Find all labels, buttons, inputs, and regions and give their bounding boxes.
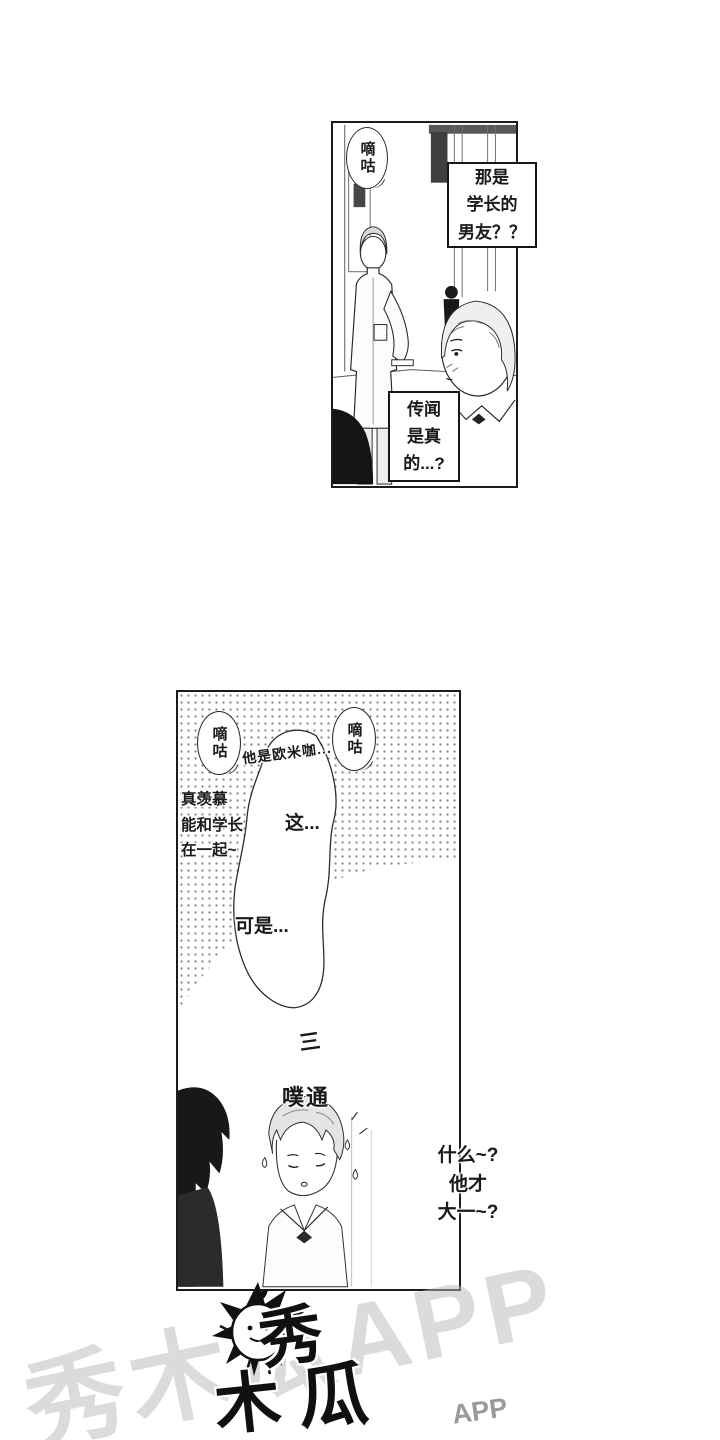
room-background-lines	[350, 1116, 372, 1287]
blushing-boy	[261, 1095, 368, 1288]
papaya-mascot	[212, 1282, 304, 1376]
dark-corner-figure	[333, 408, 374, 485]
sfx-bubble-murmur-right: 嘀咕	[332, 707, 376, 771]
speech-what-freshman: 什么~? 他才 大一~?	[437, 1145, 499, 1223]
sfx-murmur-top-text: 嘀咕	[358, 141, 376, 175]
speech-this: 这...	[285, 813, 320, 834]
sfx-bubble-murmur-top: 嘀咕	[346, 127, 388, 189]
logo-char-3: 瓜	[295, 1354, 372, 1438]
standing-student	[349, 226, 414, 485]
caption-boyfriend-question: 那是 学长的 男友？？	[447, 162, 537, 248]
sfx-bubble-murmur-left: 嘀咕	[197, 711, 241, 775]
bottom-panel-art	[178, 729, 372, 1288]
watermark-app-label: APP	[450, 1392, 510, 1430]
sfx-stroke-mark: 三	[297, 1029, 322, 1056]
logo-char-2: 木	[210, 1362, 285, 1440]
sfx-murmur-right-text: 嘀咕	[345, 722, 363, 756]
foreground-student	[440, 300, 516, 485]
whisper-envy: 真羡慕 能和学长 在一起~	[181, 791, 244, 860]
thought-blob	[233, 729, 337, 1009]
sfx-murmur-left-text: 嘀咕	[210, 726, 228, 760]
caption-rumor: 传闻 是真 的...?	[388, 391, 460, 482]
dark-haired-student	[178, 1087, 230, 1287]
sfx-heartbeat-thump: 噗通	[282, 1085, 331, 1110]
speech-but: 可是...	[235, 916, 289, 937]
